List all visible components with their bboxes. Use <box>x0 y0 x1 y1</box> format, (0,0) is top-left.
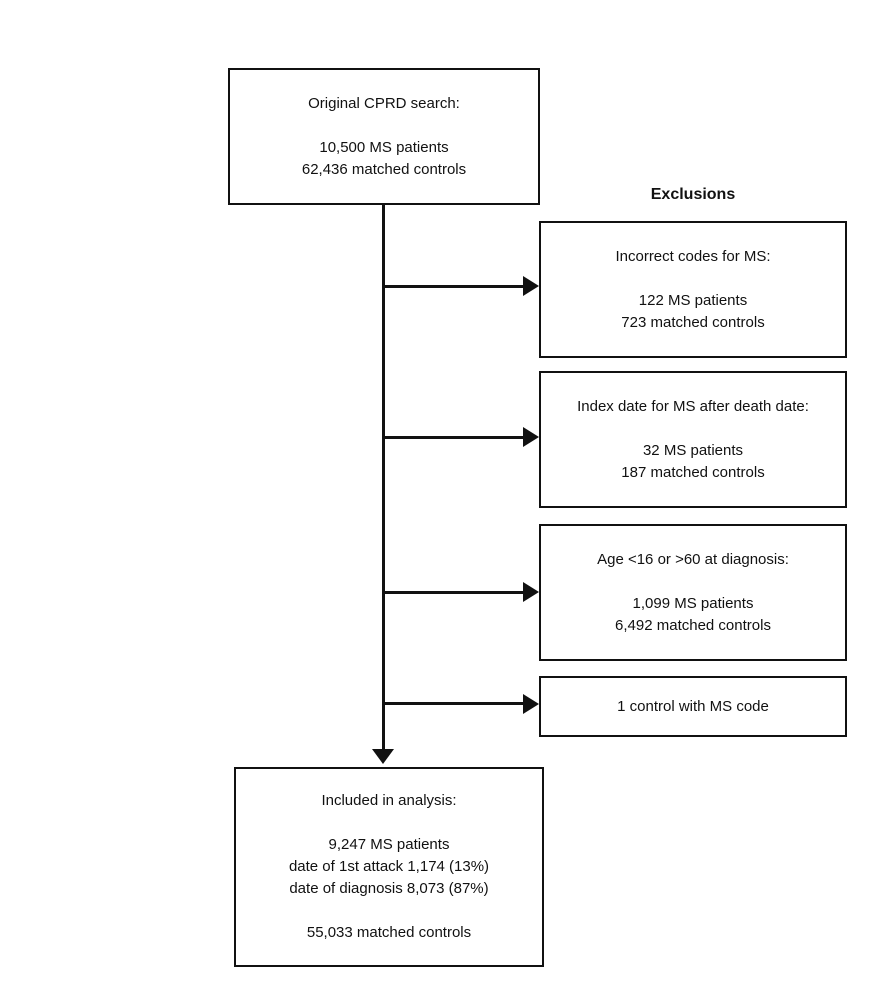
node-line-controls: 6,492 matched controls <box>615 616 771 634</box>
node-line-controls: 55,033 matched controls <box>306 924 472 941</box>
arrowhead-right-icon <box>523 276 539 296</box>
text-spacer <box>693 268 694 290</box>
text-spacer <box>384 115 385 137</box>
node-line-attack: date of 1st attack 1,174 (13%) <box>288 858 490 875</box>
node-line-patients: 32 MS patients <box>642 441 744 459</box>
node-original-cprd-search: Original CPRD search: 10,500 MS patients… <box>228 68 540 205</box>
connector-arrow-1 <box>384 285 523 288</box>
node-exclusion-age-at-diagnosis: Age <16 or >60 at diagnosis: 1,099 MS pa… <box>539 524 847 661</box>
connector-vertical-line <box>382 205 385 751</box>
node-line-controls: 62,436 matched controls <box>301 160 467 178</box>
node-title: Age <16 or >60 at diagnosis: <box>597 550 789 568</box>
node-included-in-analysis: Included in analysis: 9,247 MS patients … <box>234 767 544 967</box>
text-spacer <box>693 571 694 593</box>
node-line-controls: 187 matched controls <box>621 463 765 481</box>
arrowhead-right-icon <box>523 694 539 714</box>
exclusions-header: Exclusions <box>650 186 736 203</box>
arrowhead-right-icon <box>523 427 539 447</box>
node-line-patients: 1,099 MS patients <box>632 594 754 612</box>
connector-arrow-3 <box>384 591 523 594</box>
text-spacer <box>693 418 694 440</box>
text-spacer <box>389 812 390 834</box>
node-line-patients: 10,500 MS patients <box>319 138 449 156</box>
node-line-controls: 723 matched controls <box>621 313 765 331</box>
arrowhead-down-icon <box>372 749 394 764</box>
node-line-patients: 9,247 MS patients <box>328 836 450 853</box>
node-exclusion-incorrect-codes: Incorrect codes for MS: 122 MS patients … <box>539 221 847 358</box>
node-line-patients: 122 MS patients <box>638 291 748 309</box>
connector-arrow-4 <box>384 702 523 705</box>
node-exclusion-index-date-after-death: Index date for MS after death date: 32 M… <box>539 371 847 508</box>
node-title: 1 control with MS code <box>617 697 769 715</box>
node-line-diagnosis: date of diagnosis 8,073 (87%) <box>289 880 489 897</box>
node-exclusion-control-with-ms-code: 1 control with MS code <box>539 676 847 737</box>
arrowhead-right-icon <box>523 582 539 602</box>
node-title: Included in analysis: <box>321 792 457 809</box>
node-title: Incorrect codes for MS: <box>615 247 771 265</box>
connector-arrow-2 <box>384 436 523 439</box>
node-title: Index date for MS after death date: <box>577 397 809 415</box>
node-title: Original CPRD search: <box>308 94 460 112</box>
text-spacer <box>389 900 390 922</box>
